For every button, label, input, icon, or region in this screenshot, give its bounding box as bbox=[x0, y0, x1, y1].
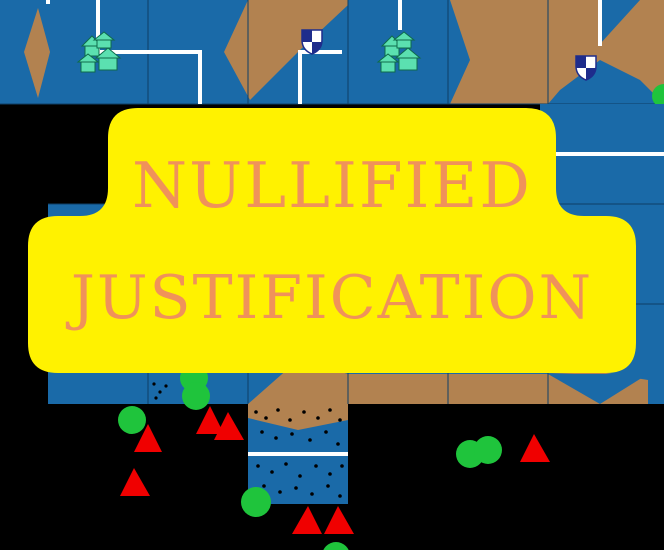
land-tile bbox=[24, 8, 50, 98]
castle-shield-icon[interactable] bbox=[575, 55, 597, 81]
castle-shield-icon[interactable] bbox=[301, 29, 323, 55]
banner-shape bbox=[28, 108, 636, 373]
mountain-icon bbox=[120, 468, 150, 496]
road bbox=[46, 0, 602, 104]
map-row-top bbox=[0, 0, 664, 128]
title-line-1: NULLIFIED bbox=[132, 149, 532, 222]
land-tile bbox=[224, 0, 348, 100]
mountain-icon bbox=[324, 506, 354, 534]
mountain-icon bbox=[134, 424, 162, 452]
tree-icon bbox=[652, 84, 664, 108]
village-icon[interactable] bbox=[376, 31, 422, 73]
title-line-2: JUSTIFICATION bbox=[70, 263, 594, 333]
tree-icon bbox=[118, 406, 146, 434]
mountain-icon bbox=[520, 434, 550, 462]
land-tile bbox=[450, 0, 664, 104]
tree-icon bbox=[474, 436, 502, 464]
mountain-icon bbox=[196, 406, 224, 434]
land-tile bbox=[548, 374, 648, 404]
mountain-icon bbox=[214, 412, 244, 440]
village-icon[interactable] bbox=[76, 31, 122, 73]
title-banner: NULLIFIED JUSTIFICATION bbox=[28, 108, 636, 373]
tree-icon bbox=[182, 382, 210, 410]
tree-icon bbox=[241, 487, 271, 517]
tree-icon bbox=[323, 542, 349, 550]
map-row-bottom bbox=[118, 404, 550, 550]
mountain-icon bbox=[292, 506, 322, 534]
